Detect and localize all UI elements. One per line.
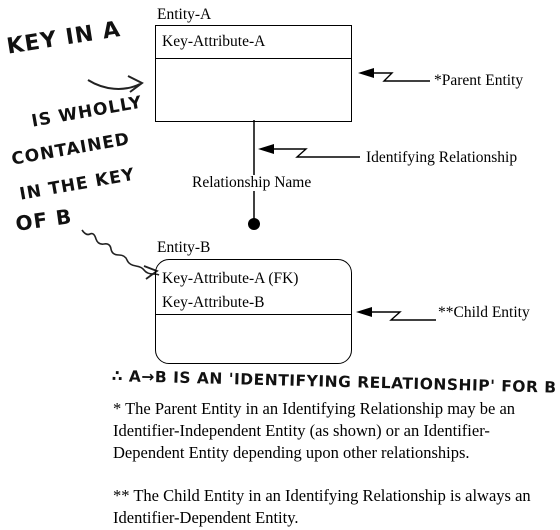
entity-b-key-attribute-b: Key-Attribute-B bbox=[162, 294, 265, 311]
footnote-child-entity: ** The Child Entity in an Identifying Re… bbox=[113, 486, 531, 527]
entity-a-key-attribute: Key-Attribute-A bbox=[162, 33, 266, 50]
relationship-name-label: Relationship Name bbox=[191, 174, 313, 191]
parent-entity-pointer bbox=[358, 68, 430, 82]
identifying-relationship-callout: Identifying Relationship bbox=[366, 149, 518, 166]
identifying-relationship-pointer bbox=[258, 144, 360, 158]
entity-a-divider bbox=[156, 58, 351, 59]
entity-b-title: Entity-B bbox=[157, 239, 211, 256]
handwritten-arrow-to-entity-b bbox=[81, 229, 160, 280]
footnote-parent-entity: * The Parent Entity in an Identifying Re… bbox=[113, 399, 516, 462]
child-entity-callout: **Child Entity bbox=[438, 304, 530, 321]
entity-b-divider bbox=[156, 314, 351, 315]
relationship-end-dot bbox=[248, 218, 260, 230]
entity-b-key-attribute-fk: Key-Attribute-A (FK) bbox=[162, 270, 299, 287]
entity-b-box: Key-Attribute-A (FK) Key-Attribute-B bbox=[155, 259, 352, 364]
parent-entity-callout: *Parent Entity bbox=[434, 72, 524, 89]
handwritten-arrow-key-a bbox=[87, 75, 144, 93]
entity-a-box: Key-Attribute-A bbox=[155, 25, 352, 122]
entity-a-title: Entity-A bbox=[157, 6, 212, 23]
child-entity-pointer bbox=[356, 307, 436, 321]
